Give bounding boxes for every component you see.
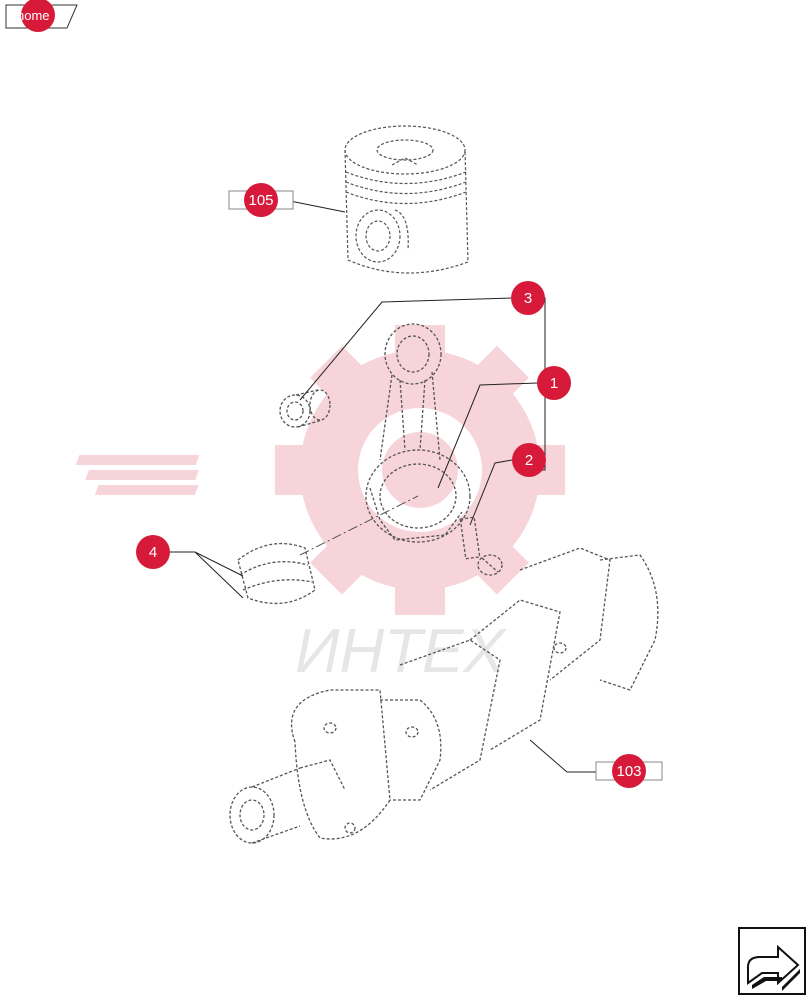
home-button[interactable]: home bbox=[5, 0, 78, 32]
home-label: home bbox=[17, 8, 50, 23]
reference-callout-105[interactable]: 105 bbox=[244, 183, 278, 217]
bolt-drawing bbox=[459, 516, 503, 576]
watermark-logo bbox=[75, 325, 565, 615]
callout-1[interactable]: 1 bbox=[537, 366, 571, 400]
reference-callout-103[interactable]: 103 bbox=[612, 754, 646, 788]
connecting-rod-drawing bbox=[365, 323, 471, 543]
watermark-text: ИНТЕХ bbox=[295, 617, 507, 686]
assembly-centerline bbox=[299, 495, 419, 556]
crankshaft-drawing bbox=[229, 547, 659, 844]
next-page-arrow-icon bbox=[738, 927, 806, 995]
callout-4[interactable]: 4 bbox=[136, 535, 170, 569]
next-page-button[interactable] bbox=[738, 927, 806, 995]
callout-2[interactable]: 2 bbox=[512, 443, 546, 477]
callout-3[interactable]: 3 bbox=[511, 281, 545, 315]
home-dot-icon bbox=[21, 0, 55, 32]
bearing-shell-drawing bbox=[237, 542, 316, 604]
small-end-bushing-drawing bbox=[279, 389, 331, 428]
piston-drawing bbox=[344, 125, 469, 274]
